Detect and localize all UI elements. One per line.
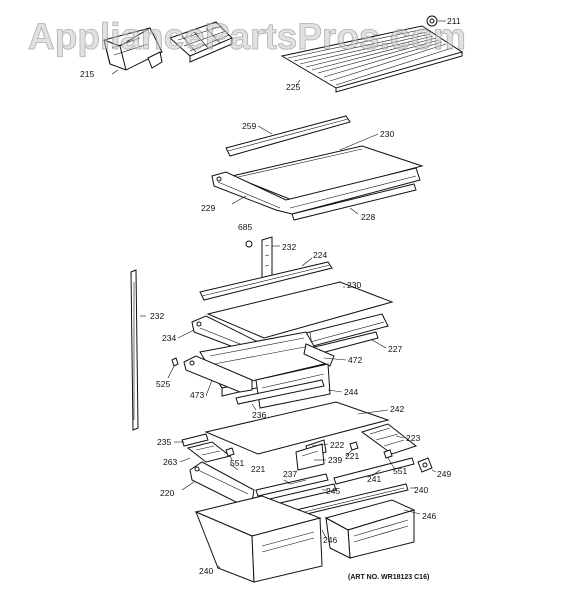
part-223-rail-right[interactable] [360,423,418,455]
part-232-post-center[interactable] [261,236,273,282]
callout-221-center: 221 [345,451,359,461]
callout-239: 239 [328,455,342,465]
callout-224: 224 [313,250,327,260]
part-230-glass-middle[interactable] [206,281,394,339]
part-240-drawer-right[interactable] [324,499,416,559]
part-230-glass-upper[interactable] [230,145,424,201]
part-685-screw[interactable] [245,240,253,248]
callout-525: 525 [156,379,170,389]
callout-230-middle: 230 [347,280,361,290]
callout-223: 223 [406,433,420,443]
callout-241: 241 [367,474,381,484]
callout-249: 249 [437,469,451,479]
callout-229: 229 [201,203,215,213]
callout-222: 222 [330,440,344,450]
part-241-rail[interactable] [333,457,415,485]
part-egg-tray[interactable] [169,21,233,63]
callout-227: 227 [388,344,402,354]
part-525-screw[interactable] [171,357,179,367]
callout-685: 685 [238,222,252,232]
callout-245: 245 [326,486,340,496]
callout-225: 225 [286,82,300,92]
callout-232-center: 232 [282,242,296,252]
callout-labels: 211 215 225 259 230 229 228 685 232 224 … [80,16,461,576]
callout-246-right: 246 [422,511,436,521]
part-225-wire-shelf[interactable] [280,25,464,93]
part-263-bracket[interactable] [186,441,232,463]
callout-237: 237 [283,469,297,479]
callout-473: 473 [190,390,204,400]
callout-234: 234 [162,333,176,343]
part-232-post-left[interactable] [130,269,139,431]
part-242-glass-lower[interactable] [204,401,390,455]
part-211-knob[interactable] [426,15,438,27]
callout-235: 235 [157,437,171,447]
callout-551-right: 551 [393,466,407,476]
part-551-clip-left[interactable] [225,447,235,457]
callout-240-right: 240 [414,485,428,495]
part-240-drawer-left[interactable] [194,495,323,583]
part-229-frame-upper[interactable] [211,167,421,215]
callout-220: 220 [160,488,174,498]
callout-472: 472 [348,355,362,365]
part-259-trim[interactable] [225,115,351,157]
part-236-rail[interactable] [235,379,325,405]
callout-259: 259 [242,121,256,131]
callout-221-left: 221 [251,464,265,474]
callout-246-center: 246 [323,535,337,545]
part-235-bracket[interactable] [181,433,209,447]
watermark: AppliancePartsPros.com [28,16,466,57]
part-215-bin[interactable] [103,27,163,71]
part-551-clip-right[interactable] [383,449,393,459]
callout-236: 236 [252,410,266,420]
part-220-slide-left[interactable] [189,461,255,505]
part-249-latch[interactable] [417,457,433,473]
callout-232-left: 232 [150,311,164,321]
callout-228: 228 [361,212,375,222]
part-224-trim[interactable] [199,261,333,301]
leader-lines [111,20,446,569]
callout-263: 263 [163,457,177,467]
part-239-bracket[interactable] [295,443,325,471]
callout-551-left: 551 [230,458,244,468]
part-228-rail[interactable] [291,183,417,221]
callout-211: 211 [447,16,461,26]
part-237-rail[interactable] [255,473,329,497]
callout-244: 244 [344,387,358,397]
callout-242: 242 [390,404,404,414]
callout-240-left: 240 [199,566,213,576]
art-number: (ART NO. WR18123 C16) [348,574,429,581]
callout-215: 215 [80,69,94,79]
part-221-clip-center[interactable] [349,441,359,451]
callout-230-upper: 230 [380,129,394,139]
part-473-slide[interactable] [183,355,253,393]
